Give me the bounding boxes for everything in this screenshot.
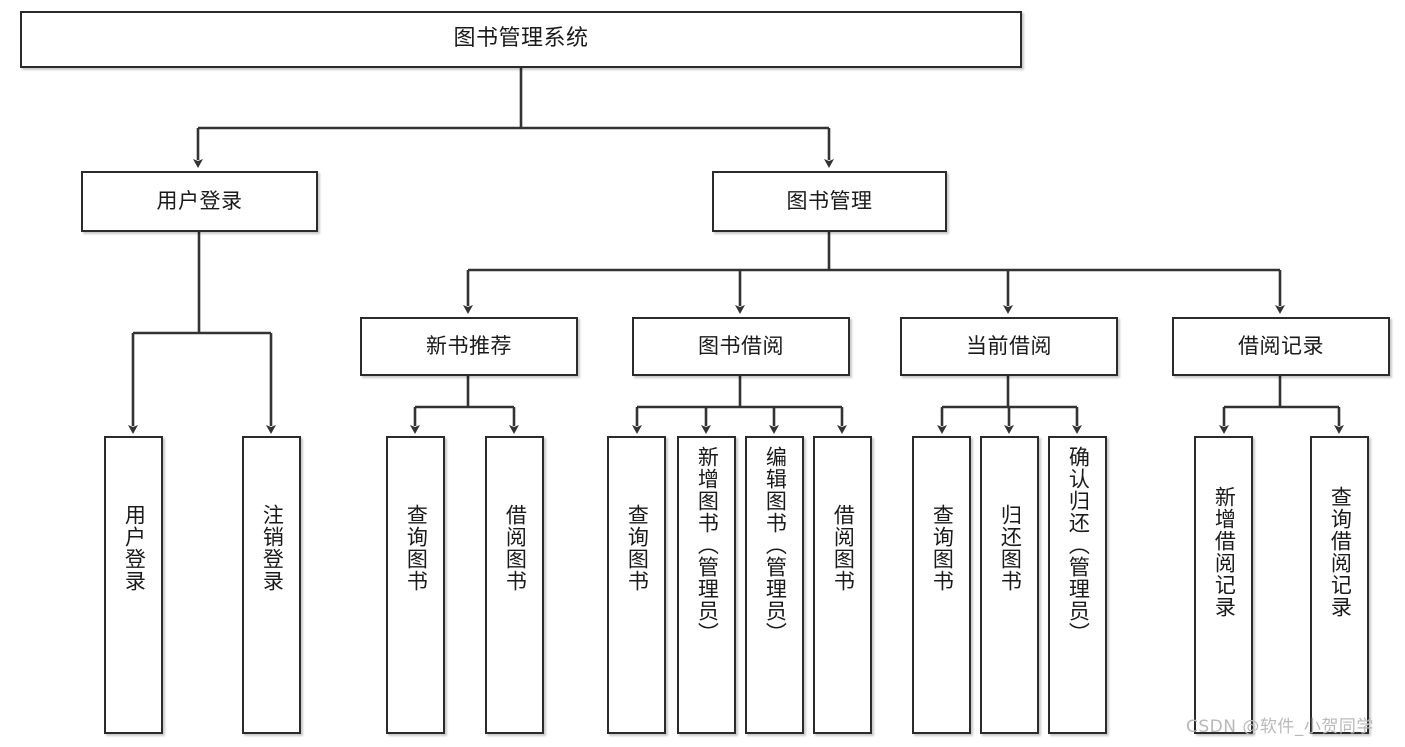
node-label: 新增借阅记录: [1212, 486, 1237, 618]
node-label: 当前借阅: [966, 333, 1052, 358]
node-label: 查询图书: [930, 504, 955, 592]
leaf-user-login[interactable]: 用户登录: [104, 436, 163, 734]
node-label: 查询借阅记录: [1328, 486, 1353, 618]
leaf-return-book[interactable]: 归还图书: [980, 436, 1039, 734]
node-label: 借阅图书: [831, 504, 856, 592]
node-label: 编辑图书（管理员）: [763, 446, 788, 644]
node-root-book-management-system[interactable]: 图书管理系统: [20, 11, 1022, 68]
node-label: 图书借阅: [698, 333, 784, 358]
leaf-borrow-book[interactable]: 借阅图书: [813, 436, 872, 734]
node-label: 查询图书: [625, 504, 650, 592]
leaf-add-book-admin[interactable]: 新增图书（管理员）: [677, 436, 736, 734]
leaf-query-borrow-record[interactable]: 查询借阅记录: [1310, 436, 1369, 734]
node-label: 用户登录: [122, 504, 147, 592]
leaf-borrow-book-newrec[interactable]: 借阅图书: [485, 436, 544, 734]
leaf-query-book-current[interactable]: 查询图书: [912, 436, 971, 734]
watermark: CSDN @软件_小贺同学: [1186, 717, 1374, 737]
node-book-borrow[interactable]: 图书借阅: [632, 317, 850, 376]
node-new-book-recommendation[interactable]: 新书推荐: [360, 317, 578, 376]
node-label: 确认归还（管理员）: [1066, 446, 1091, 644]
node-label: 新增图书（管理员）: [695, 446, 720, 644]
leaf-add-borrow-record[interactable]: 新增借阅记录: [1194, 436, 1253, 734]
leaf-logout[interactable]: 注销登录: [242, 436, 301, 734]
node-label: 借阅图书: [503, 504, 528, 592]
node-label: 新书推荐: [426, 333, 512, 358]
node-user-login[interactable]: 用户登录: [81, 171, 318, 232]
node-borrow-record[interactable]: 借阅记录: [1172, 317, 1390, 376]
leaf-query-book-borrow[interactable]: 查询图书: [607, 436, 666, 734]
leaf-query-book-newrec[interactable]: 查询图书: [386, 436, 445, 734]
node-label: 归还图书: [998, 504, 1023, 592]
node-label: 查询图书: [404, 504, 429, 592]
node-current-borrow[interactable]: 当前借阅: [900, 317, 1118, 376]
node-label: 借阅记录: [1238, 333, 1324, 358]
leaf-confirm-return-admin[interactable]: 确认归还（管理员）: [1048, 436, 1107, 734]
node-label: 图书管理系统: [453, 26, 589, 52]
node-label: 用户登录: [156, 188, 243, 213]
leaf-edit-book-admin[interactable]: 编辑图书（管理员）: [745, 436, 804, 734]
node-label: 图书管理: [786, 188, 873, 213]
node-label: 注销登录: [260, 504, 285, 592]
node-book-manage[interactable]: 图书管理: [712, 171, 947, 232]
